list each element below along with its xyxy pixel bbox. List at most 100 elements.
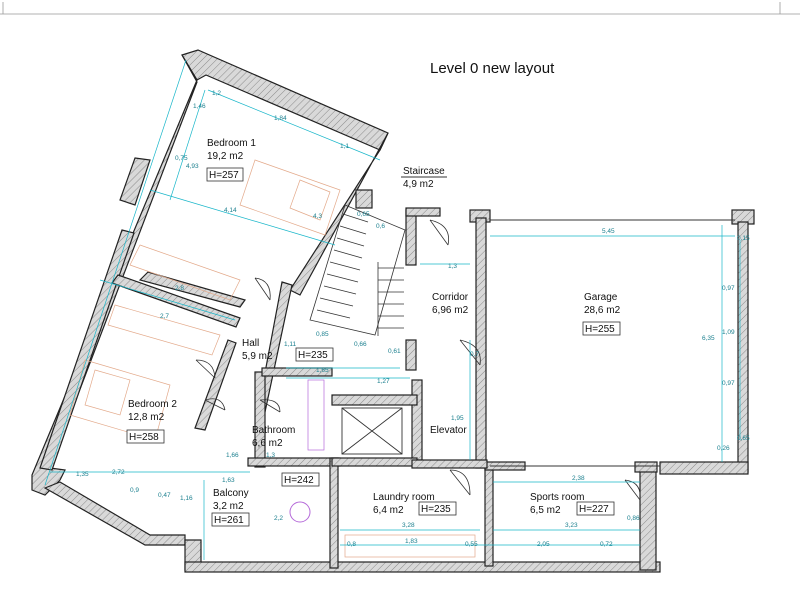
stair-outline [309,204,406,336]
dim-label: 3,23 [565,522,578,529]
furniture [69,159,476,558]
dim-label: 1,95 [451,415,464,422]
height-box [582,321,621,336]
garage-wall-left [475,217,487,469]
dim-label: 4,14 [224,207,237,214]
room-staircase: Staircase 4,9 m2 [401,166,447,190]
room-name: Laundry room [373,492,435,503]
dim-label: 1,3 [266,452,275,459]
room-area: 19,2 m2 [207,151,244,162]
dim-label: 1,35 [76,471,89,478]
door-swing [254,277,271,301]
height-box [126,429,165,444]
dim-label: 0,85 [316,331,329,338]
bathroom-wall-bottom [247,457,341,467]
partition-bedroom-wardrobe [138,271,246,308]
dim-label: 0,6 [376,223,385,230]
wing-wall-left-lower [39,229,135,471]
room-area: 5,9 m2 [242,351,273,362]
wardrobe-bedroom2 [129,244,241,301]
elevator-shaft [341,407,403,455]
hall-wall-left [194,339,237,431]
bathroom-fixture [307,379,325,451]
room-height: H=242 [284,475,314,486]
doors [195,219,641,501]
bed-pillow [289,179,331,221]
room-balcony: Balcony 3,2 m2 H=261 [211,488,250,527]
dim-label: 2,7 [160,313,169,320]
staircase-wall-top [355,189,373,209]
dim-line [149,189,336,246]
dim-label: 2,05 [537,541,550,548]
height-box [418,501,457,516]
room-area: 6,5 m2 [530,505,561,516]
door-swing [449,469,471,496]
door-swing [195,359,216,379]
bathroom-wall-left [254,371,266,468]
room-area: 4,9 m2 [403,179,434,190]
sports-wall-top-right [634,461,658,473]
room-name: Bedroom 1 [207,138,256,149]
dim-label: 1,16 [180,495,193,502]
elevator-wall-bottom [331,457,418,467]
room-name: Elevator [430,425,467,436]
dim-line [99,279,236,321]
dim-label: 0,9 [130,487,139,494]
dim-label: 1,66 [226,452,239,459]
sports-wall-right [639,469,657,571]
dim-label: 1,84 [274,115,287,122]
door-swing [624,479,641,501]
dim-label: 1,46 [193,103,206,110]
room-area: 3,2 m2 [213,501,244,512]
dim-label: 2,8 [175,285,184,292]
corridor-wall-bottom [411,459,488,469]
wing-outer-wall-right [289,132,389,296]
dim-label: 0,55 [465,541,478,548]
dim-label: 6,35 [702,335,715,342]
corridor-wall-lower [411,379,423,461]
garage-wall-bottom-right [659,461,749,475]
stair-step [329,261,361,271]
dim-label: 1,27 [377,378,390,385]
room-area: 6,96 m2 [432,305,469,316]
dim-line [44,59,187,486]
height-box [206,167,244,182]
wing-wall-left-upper [119,157,151,206]
dim-label: 4,93 [186,163,199,170]
corridor-wall-left-top [405,207,441,217]
dim-label: 2,2 [274,515,283,522]
room-bedroom1: Bedroom 1 19,2 m2 H=257 [206,138,256,182]
stair-step [319,297,354,307]
dim-label: 0,65 [357,211,370,218]
room-area: 28,6 m2 [584,305,621,316]
staircase-steps [309,204,406,336]
room-corridor: Corridor 6,96 m2 [432,292,469,316]
bed-bedroom1 [239,159,341,236]
room-name: Staircase [403,166,445,177]
stair-step [339,225,367,235]
dim-label: 0,61 [388,348,401,355]
room-name: Garage [584,292,618,303]
lower-walls [184,367,661,573]
dim-label: 4,3 [313,213,322,220]
room-bedroom2: Bedroom 2 12,8 m2 H=258 [126,399,177,444]
dim-label: 1,11 [284,341,297,348]
stair-step [323,285,357,295]
plan-title: Level 0 new layout [430,60,555,77]
dim-label: 0,8 [347,541,356,548]
dimension-lines [44,59,741,560]
room-area: 12,8 m2 [128,412,165,423]
room-name: Balcony [213,488,249,499]
dim-label: 0,72 [600,541,613,548]
dim-label: 0,15 [737,235,750,242]
elevator-box [341,407,403,455]
dim-label: 0,7 [470,351,479,358]
dim-label: 0,66 [354,341,367,348]
dim-label: 1,09 [722,329,735,336]
room-name: Corridor [432,292,469,303]
balcony-wall [43,481,186,546]
door-swing [259,399,281,413]
room-garage: Garage 28,6 m2 H=255 [582,292,621,336]
corridor-walls [331,189,488,469]
partition-bedroom1-bedroom2 [111,274,241,328]
